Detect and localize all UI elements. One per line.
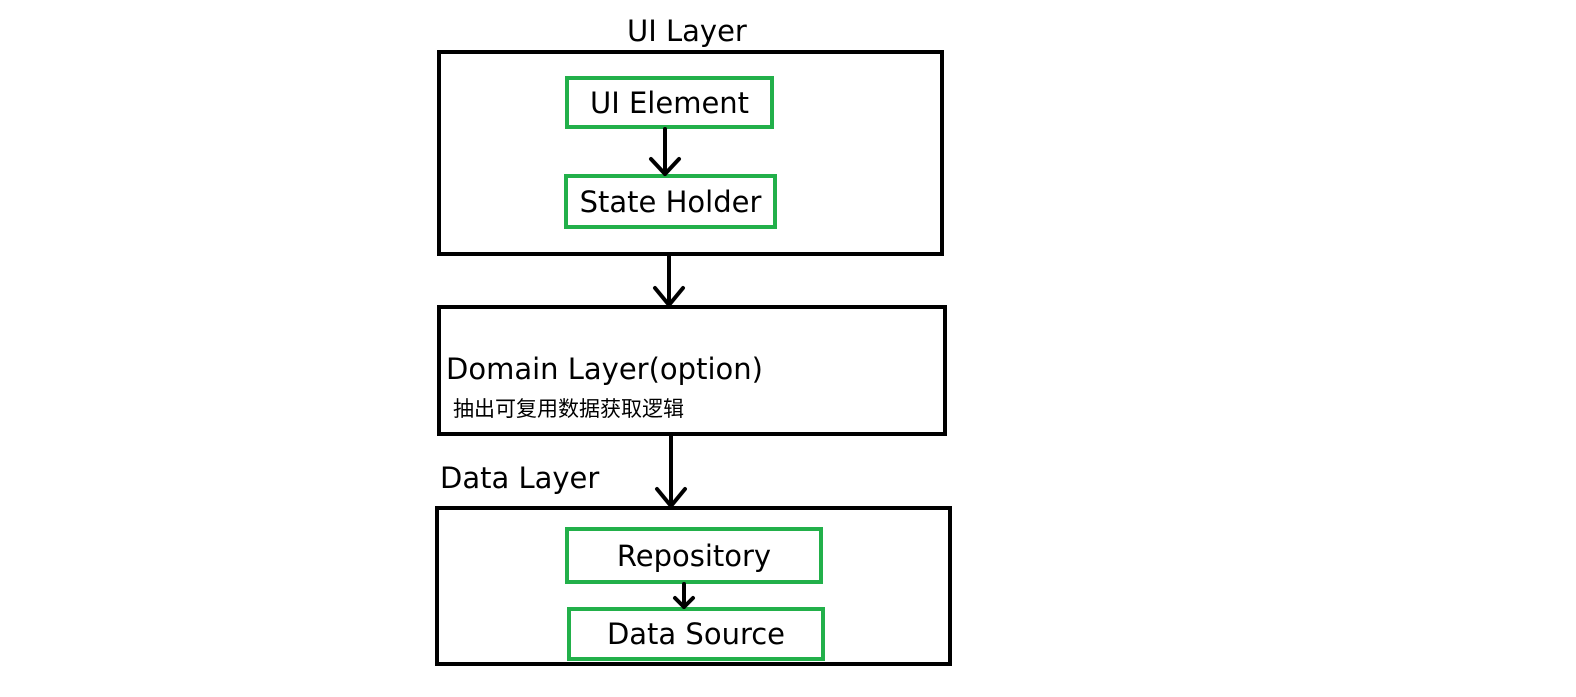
arrow-ui-layer-to-domain-layer (653, 254, 685, 307)
data-source-label: Data Source (606, 617, 786, 651)
ui-layer-title: UI Layer (627, 14, 747, 48)
data-source-box: Data Source (567, 607, 825, 661)
arrow-domain-layer-to-data-layer (655, 434, 687, 508)
data-layer-title: Data Layer (440, 461, 600, 495)
ui-layer-box (437, 50, 944, 256)
ui-element-label: UI Element (589, 85, 750, 120)
domain-layer-box (437, 305, 947, 436)
repository-box: Repository (565, 527, 823, 584)
domain-layer-title: Domain Layer(option) (446, 352, 763, 386)
domain-layer-description: 抽出可复用数据获取逻辑 (453, 397, 684, 421)
repository-label: Repository (616, 538, 772, 573)
state-holder-box: State Holder (564, 174, 777, 229)
ui-element-box: UI Element (565, 76, 774, 129)
state-holder-label: State Holder (579, 184, 762, 219)
data-layer-box (435, 506, 952, 666)
